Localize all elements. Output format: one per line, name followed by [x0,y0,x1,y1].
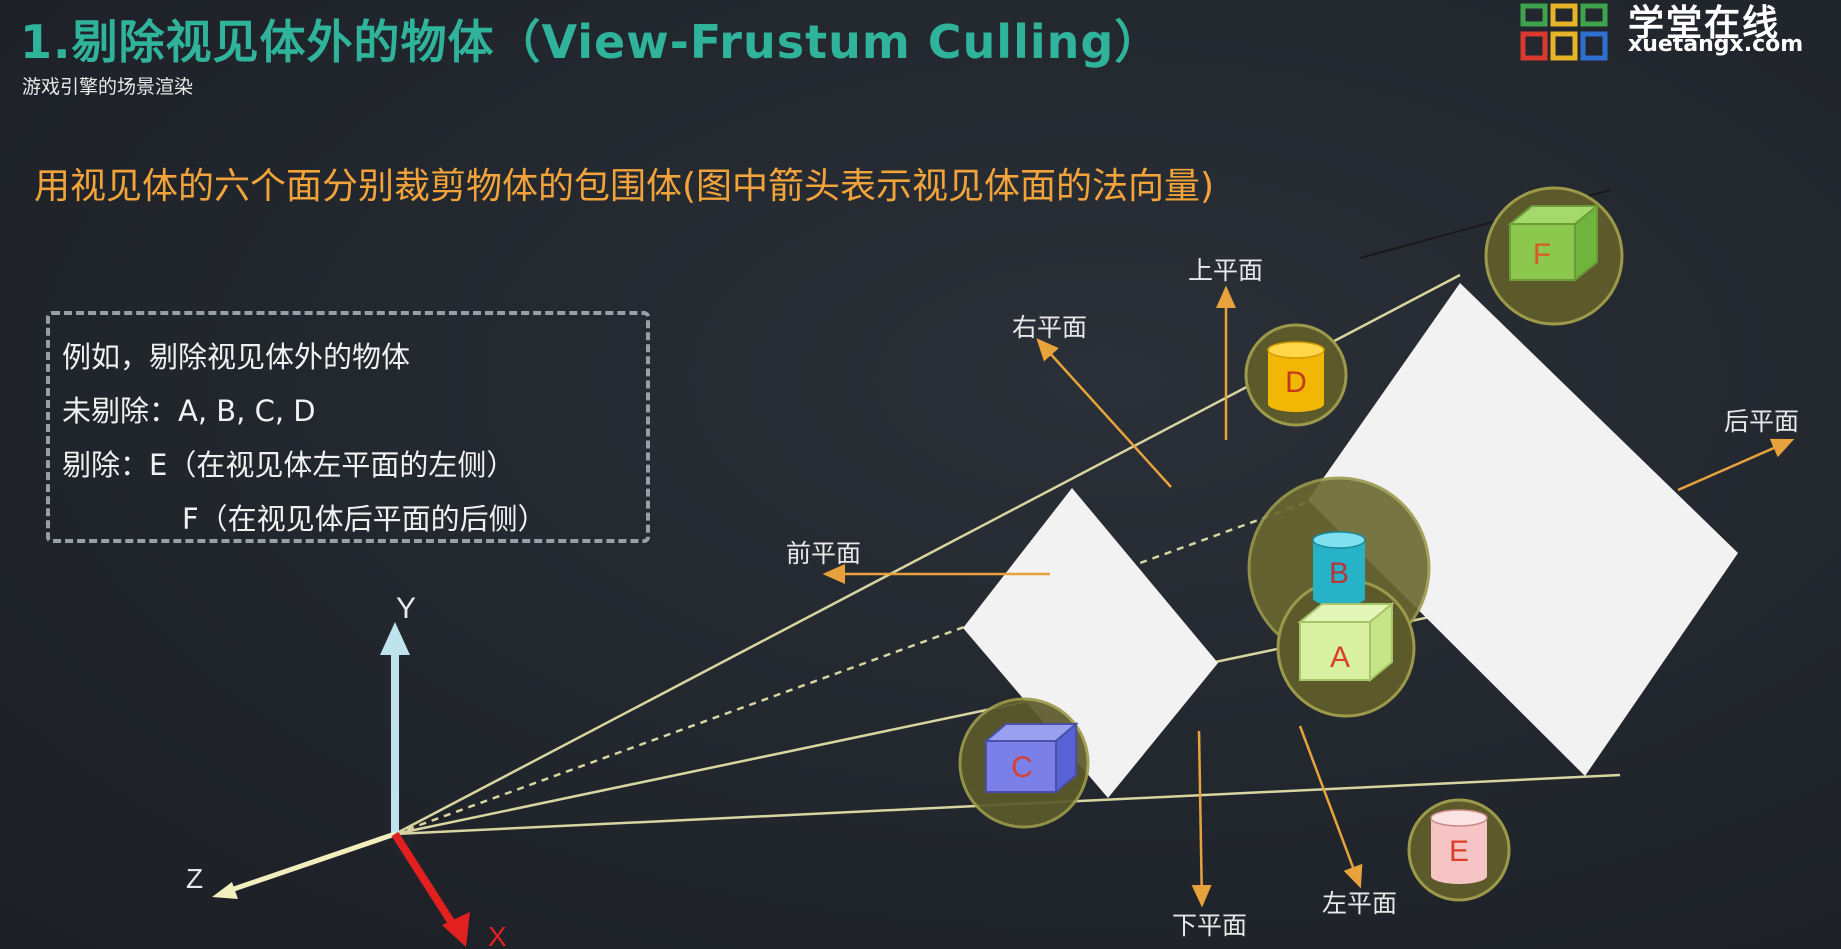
back-plane-label: 后平面 [1724,407,1799,436]
example-box [46,311,650,543]
right-plane-label: 右平面 [1012,313,1087,342]
logo-url: xuetangx.com [1628,32,1804,57]
bottom-normal-arrow [1191,730,1212,908]
object-f-cube: F [1507,203,1600,283]
object-d-label: D [1285,366,1307,399]
object-e-label: E [1449,835,1469,868]
logo-name: 学堂在线 [1628,3,1781,44]
left-normal-arrow [1298,725,1363,889]
y-axis-label: Y [396,592,416,625]
diagram-heading: 用视见体的六个面分别裁剪物体的包围体(图中箭头表示视见体面的法向量) [34,166,1215,207]
back-normal-arrow [1677,438,1795,492]
example-line-3: 剔除：E（在视见体左平面的左侧） [62,448,516,482]
normal-arrows [822,285,1795,908]
object-f-label: F [1533,238,1551,271]
page-subtitle: 游戏引擎的场景渲染 [22,76,194,98]
frustum-edge-hidden [394,501,1306,836]
example-line-1: 例如，剔除视见体外的物体 [62,340,411,374]
left-plane-label: 左平面 [1322,889,1397,918]
object-a-cube: A [1297,601,1395,683]
object-e-cylinder: E [1430,809,1488,884]
right-normal-arrow [1036,338,1172,488]
front-plane [963,488,1218,798]
object-c-label: C [1011,751,1033,784]
back-plane [1308,283,1738,776]
logo-mark-icon [1520,3,1608,61]
object-b-cylinder: B [1312,531,1366,606]
xuetangx-logo [1520,3,1608,61]
object-a-label: A [1330,641,1350,674]
front-plane-label: 前平面 [786,539,861,568]
z-axis-label: Z [186,863,203,894]
z-axis [221,831,396,896]
object-c-cube: C [983,721,1079,795]
bottom-plane-label: 下平面 [1172,911,1247,940]
object-d-cylinder: D [1267,341,1325,412]
x-axis [391,831,459,931]
x-axis-arrowhead-icon [442,912,470,947]
y-axis-arrowhead-icon [380,622,410,655]
top-plane-label: 上平面 [1188,256,1263,285]
x-axis-label: X [488,921,507,949]
example-line-2: 未剔除：A, B, C, D [62,394,316,428]
z-axis-arrowhead-icon [212,882,238,899]
coordinate-axes: Y Z X [186,592,507,949]
example-line-4: F（在视见体后平面的后侧） [182,502,547,536]
object-b-label: B [1329,557,1349,590]
page-title: 1.剔除视见体外的物体（View-Frustum Culling） [20,15,1162,69]
